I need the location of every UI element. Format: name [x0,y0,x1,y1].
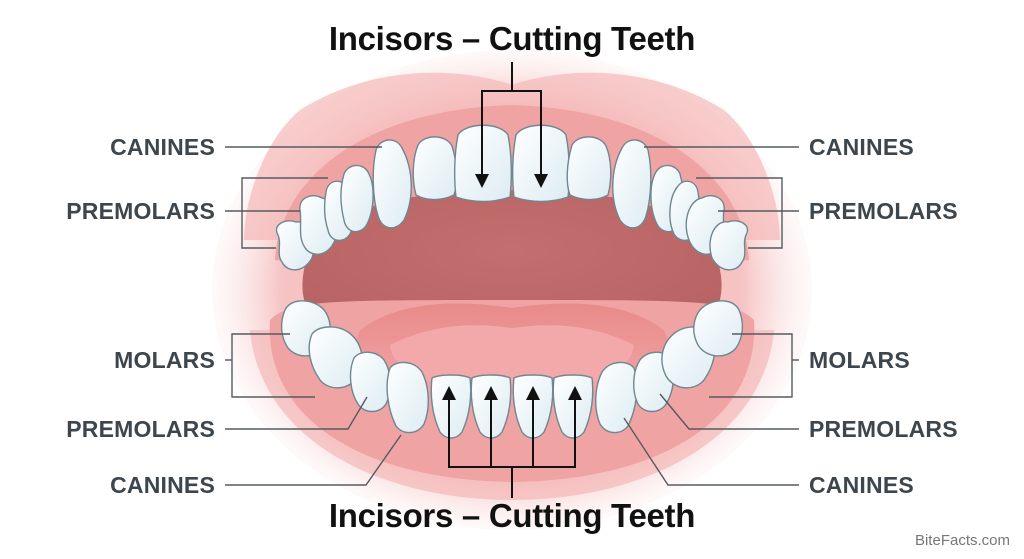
label-lower-left-molars: MOLARS [114,347,215,373]
incisor-arrows [448,62,576,498]
watermark: BiteFacts.com [914,532,1010,549]
leader-lines [225,146,799,486]
upper-premolar-left-1 [340,164,374,233]
label-lower-left-canines: CANINES [110,472,215,498]
label-lower-left-premolars: PREMOLARS [66,416,215,442]
arrow-down-icon [475,174,489,188]
label-upper-left-canines: CANINES [110,134,215,160]
title-bottom-incisors: Incisors – Cutting Teeth [328,497,696,534]
label-lower-right-premolars: PREMOLARS [809,416,958,442]
lower-incisor-4 [552,374,594,439]
arrow-up-icon [484,386,498,400]
upper-lateral-incisor-right [566,136,612,201]
arrow-down-icon [534,174,548,188]
lower-incisor-1 [430,374,472,439]
label-lower-right-molars: MOLARS [809,347,910,373]
upper-canine-right [612,139,652,229]
arrowheads [442,174,582,400]
lower-canine-right [595,361,638,434]
label-lower-right-canines: CANINES [809,472,914,498]
arrow-up-icon [526,386,540,400]
upper-molar-right-2 [709,220,749,271]
title-top-incisors: Incisors – Cutting Teeth [328,20,696,57]
lower-canine-left [386,361,429,434]
arrow-up-icon [568,386,582,400]
label-upper-right-premolars: PREMOLARS [809,198,958,224]
label-upper-left-premolars: PREMOLARS [66,198,215,224]
upper-canine-left [372,139,412,229]
label-upper-right-canines: CANINES [809,134,914,160]
lower-molar-right-2 [693,300,744,357]
lower-premolar-left-2 [349,351,391,413]
upper-lateral-incisor-left [412,136,458,201]
arrow-up-icon [442,386,456,400]
lower-teeth [280,300,744,439]
